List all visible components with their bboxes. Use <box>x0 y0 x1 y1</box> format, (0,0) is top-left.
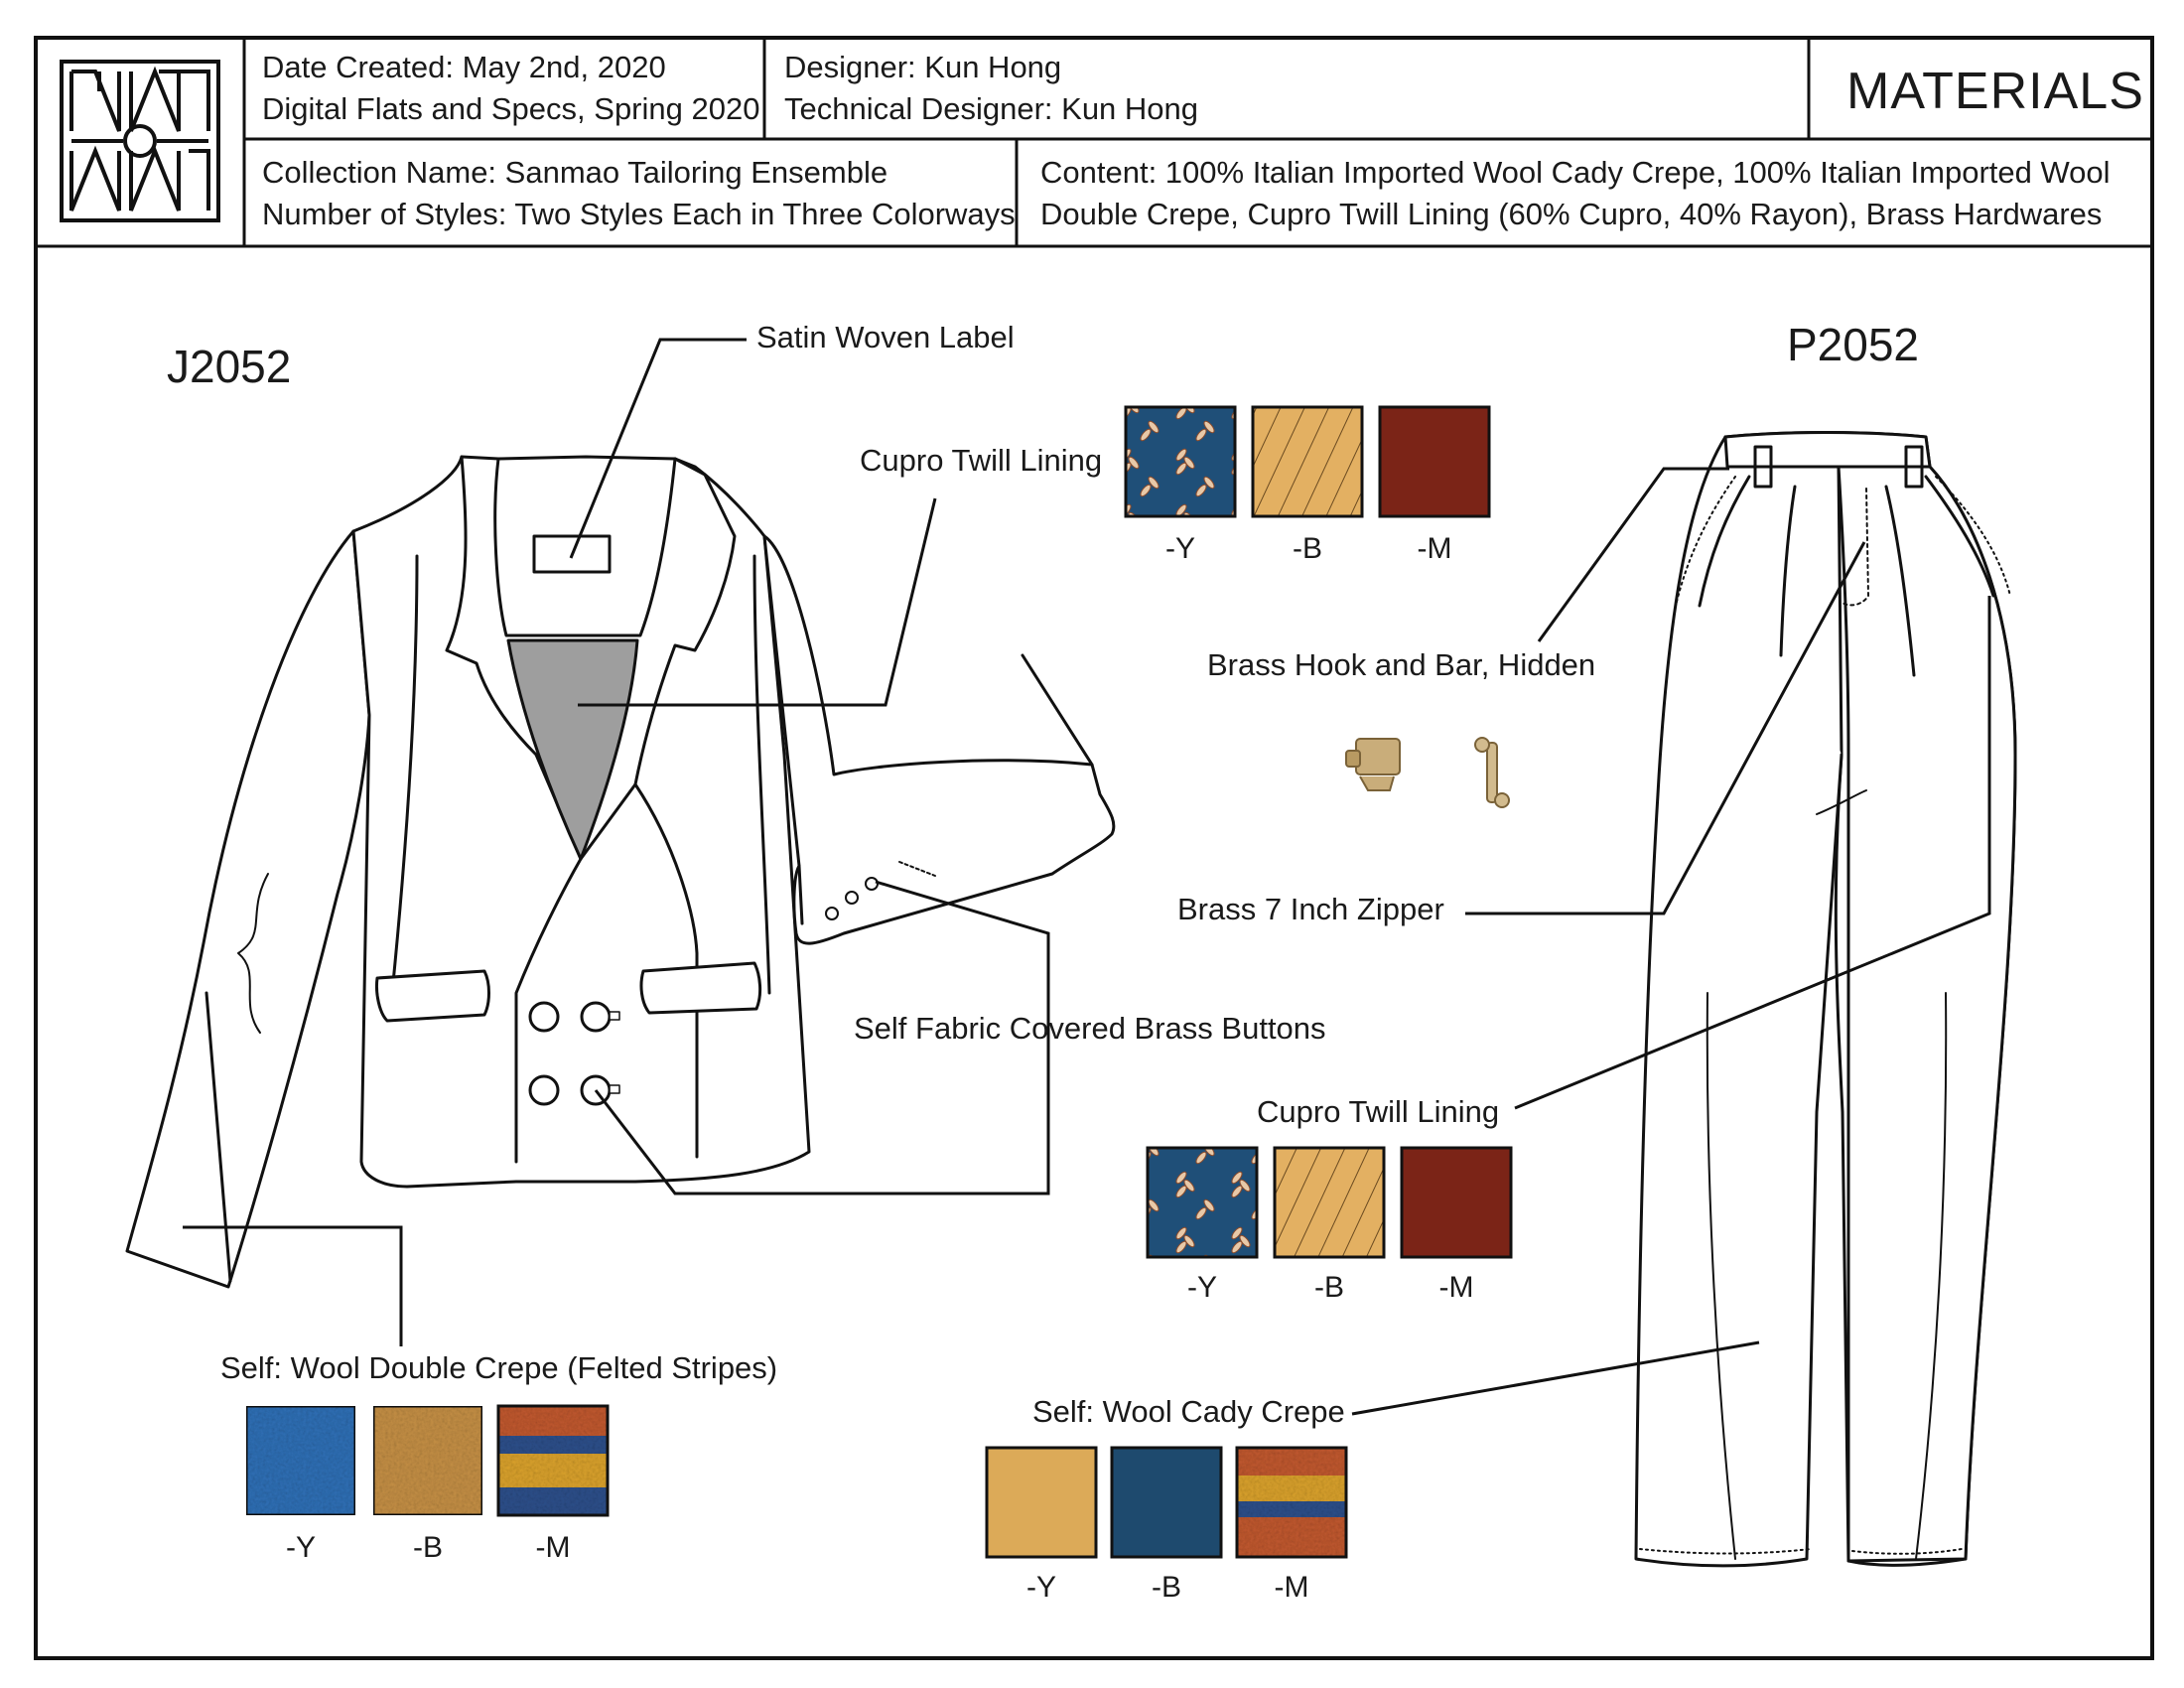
swatch-label: -B <box>413 1531 443 1564</box>
header-grid <box>36 38 2152 248</box>
pants-leader-lines <box>1351 467 1991 1416</box>
pants-style-code: P2052 <box>1787 319 1920 370</box>
swatch-pants-lining-m <box>1400 1146 1513 1259</box>
swatch-self-b <box>371 1404 484 1517</box>
swatch-label: -Y <box>1026 1571 1056 1604</box>
hook-and-bar-illustration <box>1345 737 1510 808</box>
pants-flat <box>1634 431 2017 1568</box>
content-line-2: Double Crepe, Cupro Twill Lining (60% Cu… <box>1040 197 2103 231</box>
hook-icon <box>1345 738 1401 791</box>
pants-lining-callout: Cupro Twill Lining <box>1257 1094 1500 1129</box>
swatch-label: -B <box>1152 1571 1181 1604</box>
pants-self-callout: Self: Wool Cady Crepe <box>1032 1394 1345 1429</box>
jacket-lining-swatches <box>1124 405 1491 518</box>
jacket-flat <box>125 455 1116 1289</box>
buttons-callout: Self Fabric Covered Brass Buttons <box>854 1011 1326 1046</box>
content-line-1: Content: 100% Italian Imported Wool Cady… <box>1040 155 2111 190</box>
brand-logo <box>60 60 220 222</box>
jacket-self-swatches <box>244 1404 610 1517</box>
swatch-self-y <box>244 1404 357 1517</box>
swatch-pants-self-y <box>985 1446 1098 1559</box>
swatch-pants-lining-b <box>1273 1146 1386 1259</box>
swatch-label: -B <box>1293 532 1322 565</box>
swatch-pants-self-m <box>1237 1448 1346 1557</box>
swatch-label: -Y <box>286 1531 316 1564</box>
outer-frame <box>34 36 2154 1660</box>
zipper-callout: Brass 7 Inch Zipper <box>1177 892 1444 926</box>
pants-self-swatches <box>985 1446 1348 1559</box>
jacket-self-callout: Self: Wool Double Crepe (Felted Stripes) <box>220 1350 778 1385</box>
number-of-styles: Number of Styles: Two Styles Each in Thr… <box>262 197 1016 231</box>
technical-designer: Technical Designer: Kun Hong <box>784 91 1199 126</box>
satin-label-callout: Satin Woven Label <box>756 320 1015 354</box>
pants-lining-swatches <box>1146 1146 1513 1259</box>
swatch-label: -M <box>535 1531 571 1564</box>
swatch-label: -Y <box>1187 1271 1217 1304</box>
swatch-self-m <box>498 1406 608 1515</box>
flats-specs: Digital Flats and Specs, Spring 2020 <box>262 91 760 126</box>
hook-bar-callout: Brass Hook and Bar, Hidden <box>1207 647 1596 682</box>
swatch-label: -M <box>1274 1571 1309 1604</box>
swatch-label: -M <box>1417 532 1452 565</box>
section-title: MATERIALS <box>1846 63 2144 120</box>
swatch-label: -M <box>1438 1271 1474 1304</box>
jacket-lining-callout: Cupro Twill Lining <box>860 443 1103 478</box>
swatch-lining-m <box>1378 405 1491 518</box>
swatch-label: -Y <box>1165 532 1195 565</box>
jacket-style-code: J2052 <box>167 341 292 392</box>
bar-icon <box>1474 737 1510 808</box>
swatch-pants-lining-y <box>1146 1146 1259 1259</box>
date-created: Date Created: May 2nd, 2020 <box>262 50 666 84</box>
swatch-lining-y <box>1124 405 1237 518</box>
designer: Designer: Kun Hong <box>784 50 1062 84</box>
swatch-label: -B <box>1314 1271 1344 1304</box>
swatch-pants-self-b <box>1110 1446 1223 1559</box>
swatch-lining-b <box>1251 405 1364 518</box>
collection-name: Collection Name: Sanmao Tailoring Ensemb… <box>262 155 888 190</box>
jacket-leader-lines <box>183 338 1050 1346</box>
